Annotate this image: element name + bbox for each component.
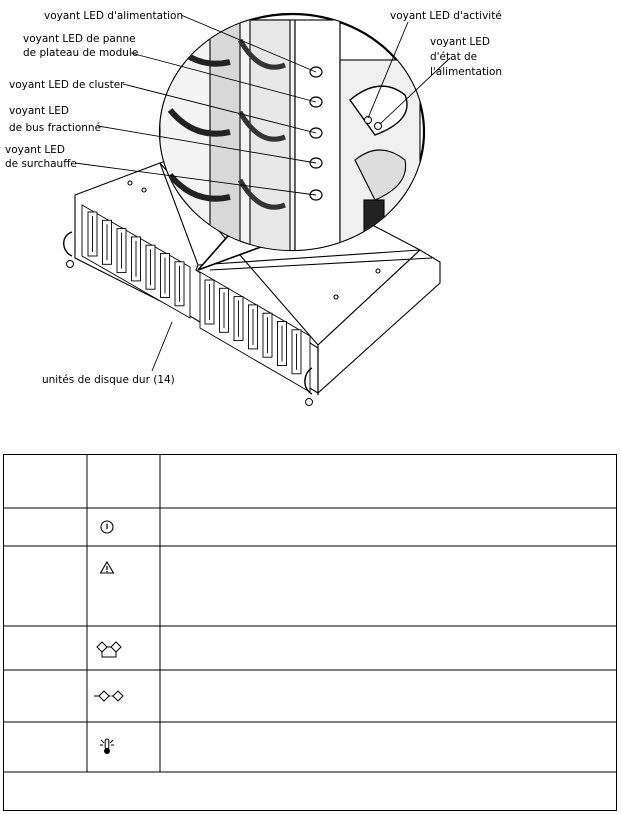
activity-led: [364, 116, 372, 124]
power-icon: [100, 520, 114, 534]
power-status-led-callout-line3: l'alimentation: [430, 66, 502, 78]
left-thumbscrew: [66, 260, 74, 268]
overheat-led-callout-line1: voyant LED: [5, 144, 65, 156]
power-led-callout: voyant LED d'alimentation: [44, 10, 183, 22]
magnified-led-panel: [158, 12, 426, 252]
leader-lines: [74, 14, 451, 372]
split-bus-led-callout-line2: de bus fractionné: [9, 122, 101, 134]
led-indicator-table: [3, 454, 617, 811]
split-bus-led-callout-line1: voyant LED: [9, 105, 69, 117]
power-status-led: [374, 122, 382, 130]
power-status-led-callout-line2: d'état de: [430, 51, 477, 63]
left-handle: [63, 231, 73, 257]
right-thumbscrew: [305, 398, 313, 406]
led-table-grid: [3, 454, 617, 811]
split-bus-icon: [94, 690, 124, 702]
warning-icon: [99, 560, 115, 574]
cluster-led-callout: voyant LED de cluster: [9, 79, 125, 91]
right-handle: [304, 367, 313, 395]
panel-fault-led-callout-line1: voyant LED de panne: [23, 33, 136, 45]
overheat-led-callout-line2: de surchauffe: [5, 158, 77, 170]
thermometer-icon: [100, 738, 114, 754]
drive-bays: [81, 204, 311, 393]
panel-fault-led-callout-line2: de plateau de module: [23, 47, 138, 59]
activity-led-callout: voyant LED d'activité: [390, 10, 502, 22]
hard-drives-callout: unités de disque dur (14): [42, 374, 175, 386]
enclosure-front-panel-diagram: voyant LED d'alimentation voyant LED de …: [5, 10, 502, 406]
cluster-icon: [96, 641, 122, 658]
power-status-led-callout-line1: voyant LED: [430, 36, 490, 48]
